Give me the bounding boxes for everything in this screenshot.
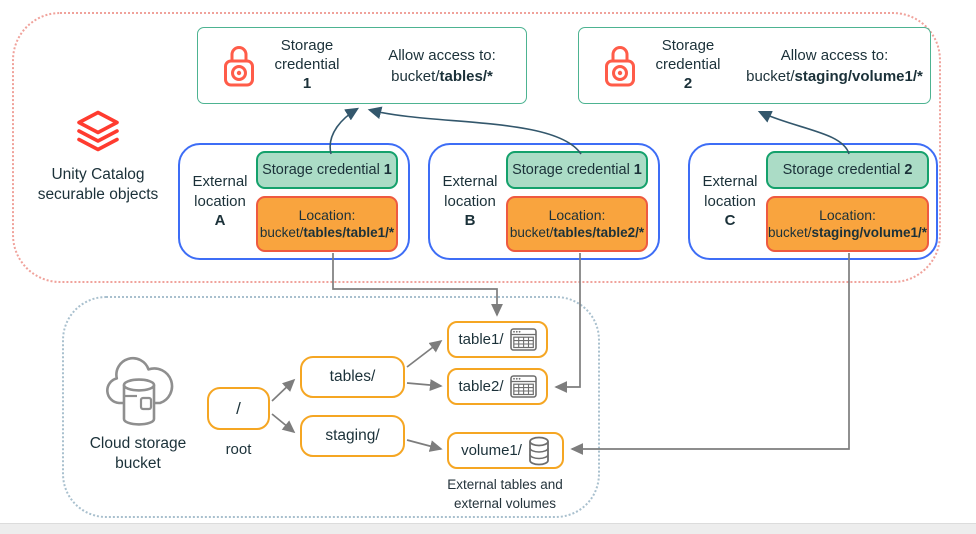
external-location-letter: B — [464, 212, 476, 230]
storage-credential-2-box: Storage credential 2 Allow access to: bu… — [578, 27, 931, 104]
credential-access-text: Allow access to: bucket/staging/volume1/… — [746, 46, 923, 85]
external-location-letter: A — [214, 212, 226, 230]
external-location-letter: C — [724, 212, 736, 230]
external-tables-volumes-caption: External tables and external volumes — [447, 477, 563, 511]
table1-node: table1/ — [447, 321, 548, 358]
table-icon — [509, 328, 537, 351]
unity-catalog-label-line2: securable objects — [37, 186, 159, 204]
volume1-node: volume1/ — [447, 432, 564, 469]
lock-icon — [222, 42, 256, 90]
storage-credential-badge: Storage credential 1 — [256, 151, 398, 189]
unity-catalog-label-line1: Unity Catalog — [51, 166, 145, 183]
cloud-storage-label: Cloud storage bucket — [89, 435, 187, 473]
page-section-divider — [0, 523, 976, 534]
location-badge: Location: bucket/staging/volume1/* — [766, 196, 930, 252]
staging-folder-node: staging/ — [300, 415, 405, 457]
tables-folder-node: tables/ — [300, 356, 405, 398]
location-badge: Location: bucket/tables/table2/* — [506, 196, 648, 252]
external-location-label: External location B — [442, 173, 498, 230]
storage-credential-1-box: Storage credential 1 Allow access to: bu… — [197, 27, 527, 104]
credential-number: 2 — [683, 74, 693, 92]
storage-credential-badge: Storage credential 1 — [506, 151, 648, 189]
unity-catalog-group: Unity Catalog securable objects — [20, 110, 176, 206]
volume-icon — [529, 436, 549, 465]
external-location-c-box: External location C Storage credential 2… — [688, 143, 938, 260]
lock-icon — [603, 42, 637, 90]
external-location-b-box: External location B Storage credential 1… — [428, 143, 660, 260]
external-location-a-box: External location A Storage credential 1… — [178, 143, 410, 260]
external-location-label: External location C — [702, 173, 758, 230]
storage-credential-badge: Storage credential 2 — [766, 151, 930, 189]
external-location-label: External location A — [192, 173, 248, 230]
credential-name: Storage credential 2 — [655, 37, 721, 92]
cloud-storage-icon — [106, 356, 174, 426]
credential-number: 1 — [302, 74, 312, 92]
location-badge: Location: bucket/tables/table1/* — [256, 196, 398, 252]
credential-name: Storage credential 1 — [274, 37, 340, 92]
table2-node: table2/ — [447, 368, 548, 405]
credential-access-text: Allow access to: bucket/tables/* — [388, 46, 496, 85]
unity-catalog-label: Unity Catalog securable objects — [20, 165, 176, 206]
root-node: / — [207, 387, 270, 430]
table-icon — [509, 375, 537, 398]
root-label: root — [225, 441, 252, 458]
databricks-logo-icon — [77, 110, 119, 152]
